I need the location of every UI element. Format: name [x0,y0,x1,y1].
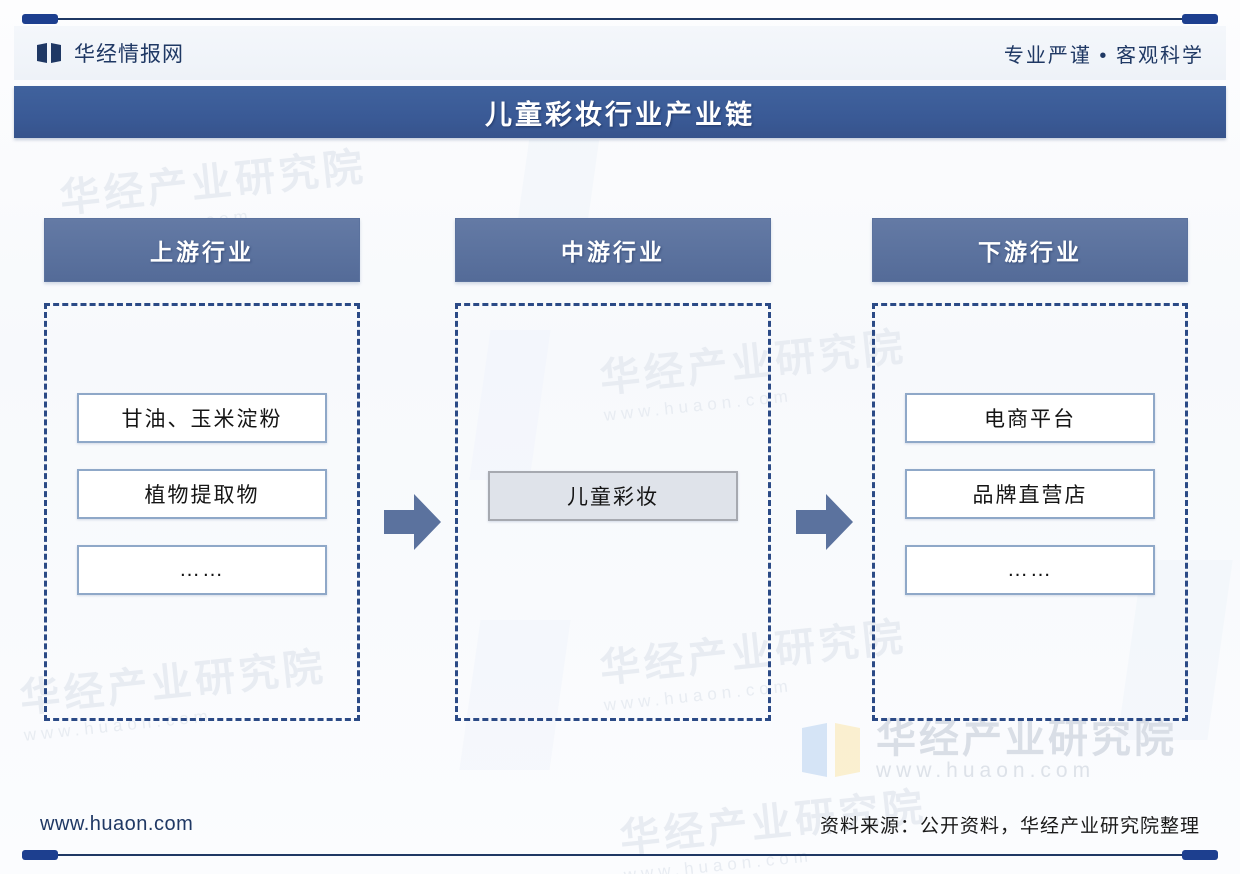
column-upstream: 上游行业 甘油、玉米淀粉 植物提取物 …… [44,218,360,721]
footer: www.huaon.com 资料来源：公开资料，华经产业研究院整理 [14,800,1226,848]
column-body-upstream: 甘油、玉米淀粉 植物提取物 …… [44,303,360,721]
footer-url[interactable]: www.huaon.com [40,812,194,835]
list-item[interactable]: 甘油、玉米淀粉 [77,393,327,443]
list-item-label: 品牌直营店 [972,484,1088,507]
list-item[interactable]: 儿童彩妆 [488,471,738,521]
arrow-upstream-to-midstream [384,494,441,550]
brand-slogan: 专业严谨 • 客观科学 [1003,44,1204,67]
list-item-label: 电商平台 [984,408,1076,431]
brand-bar: 华经情报网 专业严谨 • 客观科学 [14,26,1226,80]
list-item[interactable]: 植物提取物 [77,469,327,519]
arrow-midstream-to-downstream [796,494,853,550]
column-header-upstream: 上游行业 [44,218,360,282]
list-item-label: …… [1007,558,1053,581]
item-list-downstream: 电商平台 品牌直营店 …… [905,393,1155,595]
rule-cap-left [22,14,58,24]
top-decorative-rule [22,14,1218,24]
chart-title-band: 儿童彩妆行业产业链 [14,86,1226,138]
list-item-label: …… [179,558,225,581]
bottom-decorative-rule [22,850,1218,860]
list-item[interactable]: 品牌直营店 [905,469,1155,519]
column-header-midstream: 中游行业 [455,218,771,282]
list-item[interactable]: …… [905,545,1155,595]
list-item[interactable]: 电商平台 [905,393,1155,443]
column-body-midstream: 儿童彩妆 [455,303,771,721]
column-header-downstream: 下游行业 [872,218,1188,282]
list-item-label: 儿童彩妆 [567,486,659,509]
column-downstream: 下游行业 电商平台 品牌直营店 …… [872,218,1188,721]
list-item-label: 甘油、玉米淀粉 [121,408,283,431]
rule-cap-right [1182,850,1218,860]
item-list-midstream: 儿童彩妆 [488,471,738,521]
rule-line [22,18,1218,20]
brand-left-group: 华经情报网 [36,38,184,68]
list-item-label: 植物提取物 [144,484,260,507]
column-midstream: 中游行业 儿童彩妆 [455,218,771,721]
column-header-label: 中游行业 [561,239,665,265]
column-header-label: 上游行业 [150,239,254,265]
page-title: 儿童彩妆行业产业链 [485,99,755,130]
column-body-downstream: 电商平台 品牌直营店 …… [872,303,1188,721]
rule-line [22,854,1218,856]
rule-cap-left [22,850,58,860]
list-item[interactable]: …… [77,545,327,595]
column-header-label: 下游行业 [978,239,1082,265]
open-book-icon [37,43,61,63]
brand-name: 华经情报网 [74,43,184,66]
rule-cap-right [1182,14,1218,24]
item-list-upstream: 甘油、玉米淀粉 植物提取物 …… [77,393,327,595]
footer-source: 资料来源：公开资料，华经产业研究院整理 [819,815,1200,837]
